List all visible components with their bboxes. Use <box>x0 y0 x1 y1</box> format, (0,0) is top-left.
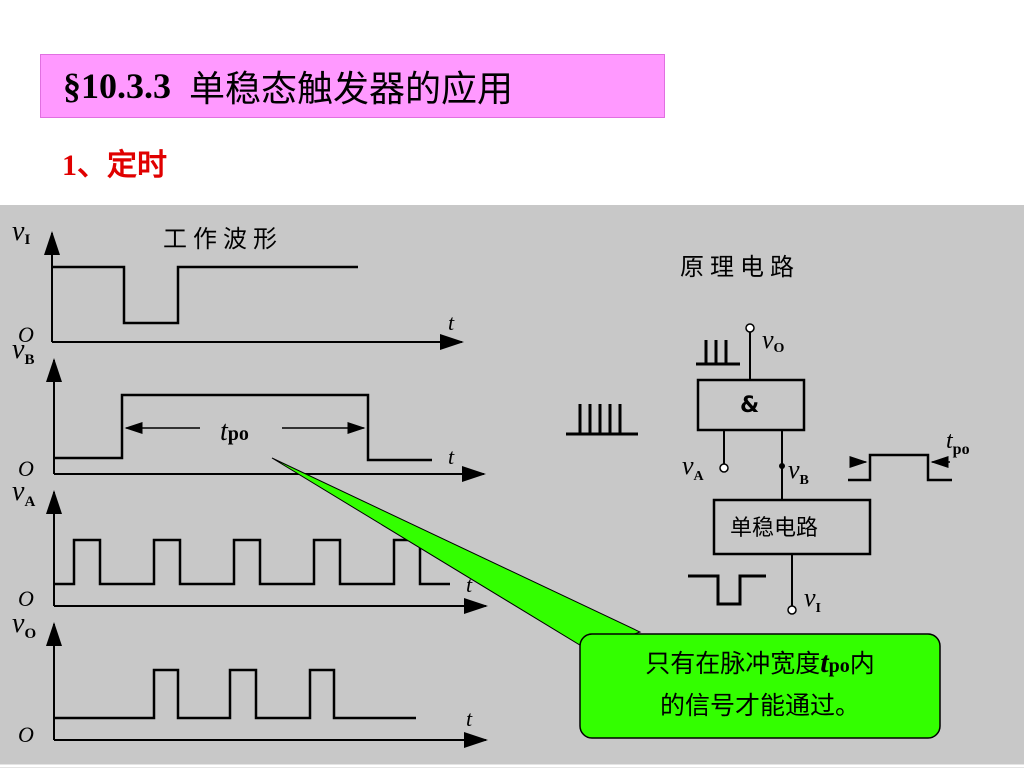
subsection-text: 、定时 <box>77 148 167 183</box>
callout-symbol-sub: po <box>828 654 850 677</box>
callout-line2: 的信号才能通过。 <box>659 690 860 720</box>
vO-axis-label: vO <box>12 608 36 642</box>
input-i-terminal <box>787 605 797 615</box>
callout-symbol: t <box>820 645 829 679</box>
waveform-vI <box>44 231 464 350</box>
pulse-train-icon <box>566 404 638 436</box>
section-number: §10.3.3 <box>63 66 171 106</box>
diagram-panel: 工作波形 vI O t vB tpo O t vA O t <box>0 205 1024 768</box>
output-pulse-icon <box>696 340 740 366</box>
vA-trace <box>54 538 450 586</box>
input-a-terminal <box>719 463 729 473</box>
callout-line1: 只有在脉冲宽度tpo内 <box>645 645 875 679</box>
vA-axis-label: vA <box>12 476 35 510</box>
monostable-label: 单稳电路 <box>730 516 818 541</box>
subsection-title: 1、定时 <box>62 140 167 184</box>
vI-trace <box>52 265 358 325</box>
vO-trace <box>54 668 416 720</box>
input-i-label: vI <box>804 583 821 616</box>
waveform-vA <box>46 490 488 614</box>
tpo-circuit-label: tpo <box>946 428 970 458</box>
vB-axis-label: vB <box>12 334 34 368</box>
vB-origin: O <box>18 456 34 481</box>
waveform-heading: 工作波形 <box>163 225 283 253</box>
callout-box <box>579 633 941 739</box>
callout-pointer <box>271 457 642 651</box>
vI-origin: O <box>18 322 34 347</box>
section-title-text: 单稳态触发器的应用 <box>189 69 514 110</box>
input-pulse-icon <box>688 574 766 606</box>
vO-origin: O <box>18 722 34 747</box>
vA-origin: O <box>18 586 34 611</box>
subsection-number: 1 <box>62 149 77 182</box>
vO-time-label: t <box>466 706 473 731</box>
circuit-heading: 原理电路 <box>680 253 800 281</box>
vB-trace <box>54 393 432 462</box>
vB-time-label: t <box>448 444 455 469</box>
input-b-label: vB <box>788 455 809 488</box>
waveform-vB <box>46 358 486 482</box>
timing-diagram: 工作波形 vI O t vB tpo O t vA O t <box>0 216 1024 768</box>
output-label: vO <box>762 325 785 356</box>
output-terminal <box>745 323 755 333</box>
tpo-label: tpo <box>220 416 249 447</box>
vA-time-label: t <box>466 572 473 597</box>
vI-axis-label: vI <box>12 216 30 248</box>
and-gate-label: & <box>740 393 759 418</box>
waveform-vO <box>46 622 488 748</box>
vI-time-label: t <box>448 310 455 335</box>
section-title: §10.3.3 单稳态触发器的应用 <box>40 54 665 118</box>
input-a-label: vA <box>682 451 705 484</box>
tpo-pulse-icon <box>848 453 952 482</box>
callout-text: 只有在脉冲宽度tpo内 的信号才能通过。 <box>582 633 938 735</box>
